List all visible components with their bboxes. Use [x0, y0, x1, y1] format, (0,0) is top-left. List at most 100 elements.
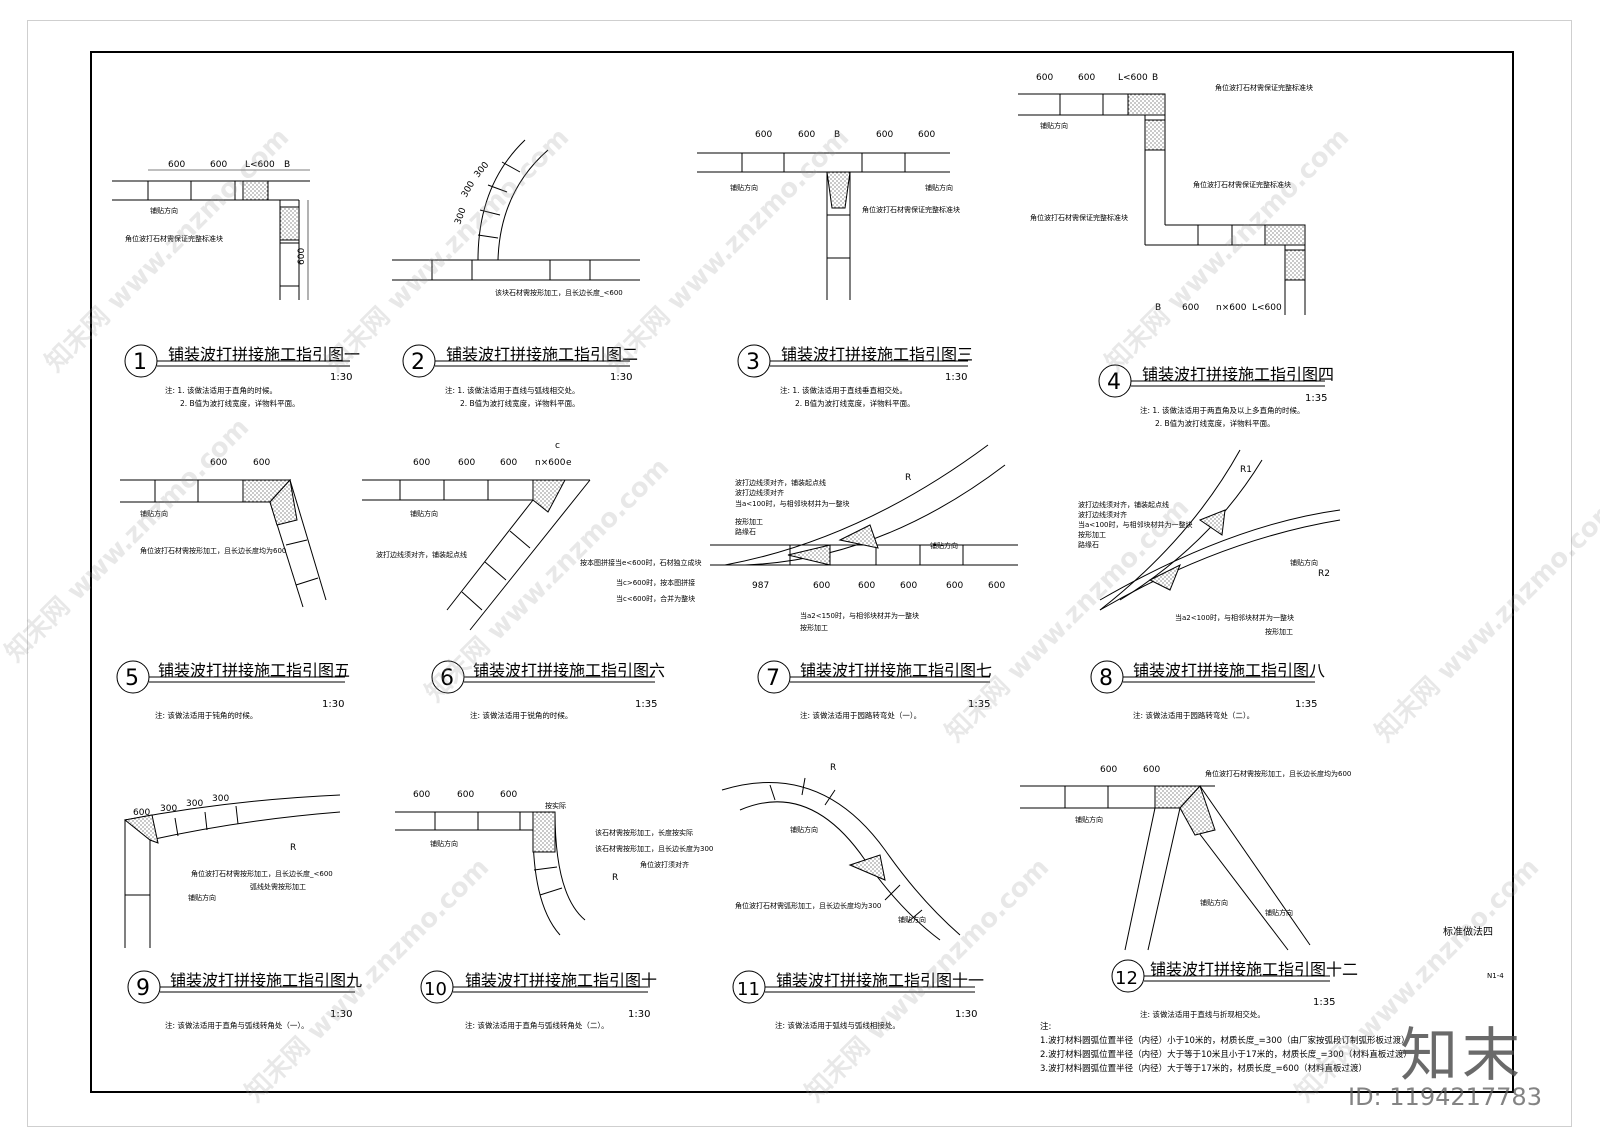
detail-6-drawing [362, 479, 591, 631]
d5-corner-note: 角位波打石材需按形加工，且长边长度均为600 [140, 546, 286, 555]
detail-12-scale: 1:35 [1313, 997, 1335, 1008]
sheet-outer-border [27, 20, 1572, 1127]
d4-dim-600-a: 600 [1036, 73, 1053, 83]
detail-3-title: 铺装波打拼接施工指引图三 [781, 345, 973, 364]
d12-dim-600-a: 600 [1100, 765, 1117, 775]
detail-10-note-1: 注: 该做法适用于直角与弧线转角处（二）。 [465, 1020, 609, 1030]
d11-dim-R: R [830, 763, 836, 773]
detail-11-drawing [721, 777, 961, 941]
sheet-number: N1-4 [1487, 972, 1504, 980]
detail-4-scale: 1:35 [1305, 393, 1327, 404]
d6-dir-label: 铺贴方向 [410, 509, 438, 518]
detail-8-note-1: 注: 该做法适用于园路转弯处（二）。 [1133, 710, 1254, 720]
detail-2-note-1: 注: 1. 该做法适用于直线与弧线相交处。 [445, 385, 579, 395]
id-label: ID: 1194217783 [1348, 1083, 1542, 1111]
detail-7-drawing [710, 444, 1018, 566]
detail-4-drawing [1018, 93, 1306, 315]
d6-edge-note: 波打边线须对齐，铺装起点线 [376, 550, 467, 559]
d12-dir-a: 铺贴方向 [1075, 815, 1103, 824]
d7-dim-600-e: 600 [988, 581, 1005, 591]
d7-dim-600-b: 600 [858, 581, 875, 591]
d8-dim-R2: R2 [1318, 569, 1330, 579]
d7-dim-987: 987 [752, 581, 769, 591]
d1-corner-note: 角位波打石材需保证完整标准块 [125, 234, 223, 243]
d7-note-e: 路缘石 [735, 527, 756, 536]
detail-4-title: 铺装波打拼接施工指引图四 [1142, 365, 1334, 384]
detail-2-drawing [392, 139, 640, 281]
d9-dim-R: R [290, 843, 296, 853]
detail-9-note-1: 注: 该做法适用于直角与弧线转角处（一）。 [165, 1020, 309, 1030]
d4-dim-L600: L<600 [1118, 73, 1148, 83]
d3-dir-a: 铺贴方向 [730, 183, 758, 192]
detail-6-number: 6 [440, 666, 454, 691]
d5-dir-label: 铺贴方向 [140, 509, 168, 518]
detail-3-scale: 1:30 [945, 372, 967, 383]
d10-dim-R: R [612, 873, 618, 883]
detail-4-note-1: 注: 1. 该做法适用于两直角及以上多直角的时候。 [1140, 405, 1304, 415]
d8-dir-label: 铺贴方向 [1290, 558, 1318, 567]
d6-dim-600-b: 600 [458, 458, 475, 468]
d11-dir-b: 铺贴方向 [898, 915, 926, 924]
d8-note-f: 当a2<100时，与相邻块材并为一整块 [1175, 613, 1294, 622]
d3-dir-b: 铺贴方向 [925, 183, 953, 192]
detail-12-drawing [1020, 785, 1311, 951]
detail-2-number: 2 [411, 350, 425, 375]
detail-11-note-1: 注: 该做法适用于弧线与弧线相接处。 [775, 1020, 900, 1030]
drawing-frame [90, 51, 1514, 1093]
d4-dim-nx600: n×600 [1216, 303, 1247, 313]
d10-note-c: 该石材需按形加工，且长边长度为300 [595, 844, 713, 853]
d10-note-a: 按实际 [545, 801, 566, 810]
d10-dim-600-c: 600 [500, 790, 517, 800]
d10-dim-600-b: 600 [457, 790, 474, 800]
general-notes-line-3: 3.波打材料圆弧位置半径（内径）大于等于17米的，材质长度_=600（材料直板过… [1040, 1064, 1368, 1074]
d2-dim-300-c: 300 [473, 160, 492, 180]
d2-dim-300-b: 300 [460, 179, 477, 199]
detail-3-note-2: 2. B值为波打线宽度，详物料平面。 [795, 398, 915, 408]
detail-5-drawing [120, 478, 327, 608]
d8-dim-R1: R1 [1240, 465, 1252, 475]
d3-dim-B: B [834, 130, 840, 140]
detail-7-number: 7 [766, 666, 780, 691]
d3-dim-600-a: 600 [755, 130, 772, 140]
detail-8-number: 8 [1099, 666, 1113, 691]
d1-dim-L600: L<600 [245, 160, 275, 170]
detail-5-title: 铺装波打拼接施工指引图五 [158, 661, 350, 680]
detail-1-note-2: 2. B值为波打线宽度，详物料平面。 [180, 398, 300, 408]
detail-8-title: 铺装波打拼接施工指引图八 [1133, 661, 1325, 680]
general-notes-line-2: 2.波打材料圆弧位置半径（内径）大于等于10米且小于17米的，材质长度_=300… [1040, 1050, 1412, 1060]
detail-10-title: 铺装波打拼接施工指引图十 [465, 971, 657, 990]
detail-3-drawing [697, 152, 950, 300]
detail-11-scale: 1:30 [955, 1009, 977, 1020]
detail-8-drawing [1099, 449, 1341, 611]
detail-10-number: 10 [424, 979, 447, 1000]
detail-11-number: 11 [737, 979, 760, 1000]
d7-note-g: 按形加工 [800, 623, 828, 632]
d6-dim-600-a: 600 [413, 458, 430, 468]
d1-dim-600-a: 600 [168, 160, 185, 170]
d6-note-c: 当c<600时，合并为整块 [616, 594, 695, 603]
d10-dim-600-a: 600 [413, 790, 430, 800]
d4-dim-600-bottom: 600 [1182, 303, 1199, 313]
d10-dir-label: 铺贴方向 [430, 839, 458, 848]
general-notes-line-1: 1.波打材料圆弧位置半径（内径）小于10米的，材质长度_=300（由厂家按弧段订… [1040, 1036, 1410, 1046]
d4-dir-label: 铺贴方向 [1040, 121, 1068, 130]
d1-dim-B: B [284, 160, 290, 170]
detail-10-scale: 1:30 [628, 1009, 650, 1020]
d7-note-f: 当a2<150时，与相邻块材并为一整块 [800, 611, 919, 620]
d3-dim-600-b: 600 [798, 130, 815, 140]
detail-9-drawing [123, 794, 341, 948]
detail-3-note-1: 注: 1. 该做法适用于直线垂直相交处。 [780, 385, 907, 395]
detail-9-number: 9 [136, 976, 150, 1001]
d11-dir-a: 铺贴方向 [790, 825, 818, 834]
d8-note-b: 波打边线须对齐 [1078, 510, 1127, 519]
d12-dir-b: 铺贴方向 [1200, 898, 1228, 907]
d2-arc-note: 该块石材需按形加工，且长边长度_<600 [495, 288, 623, 297]
detail-9-title: 铺装波打拼接施工指引图九 [170, 971, 362, 990]
detail-3-number: 3 [746, 350, 760, 375]
detail-1-note-1: 注: 1. 该做法适用于直角的时候。 [165, 385, 277, 395]
d9-dim-300-a: 300 [160, 804, 177, 814]
d3-dim-600-c: 600 [876, 130, 893, 140]
d1-dir-label: 铺贴方向 [150, 206, 178, 215]
standard-label: 标准做法四 [1443, 927, 1493, 938]
